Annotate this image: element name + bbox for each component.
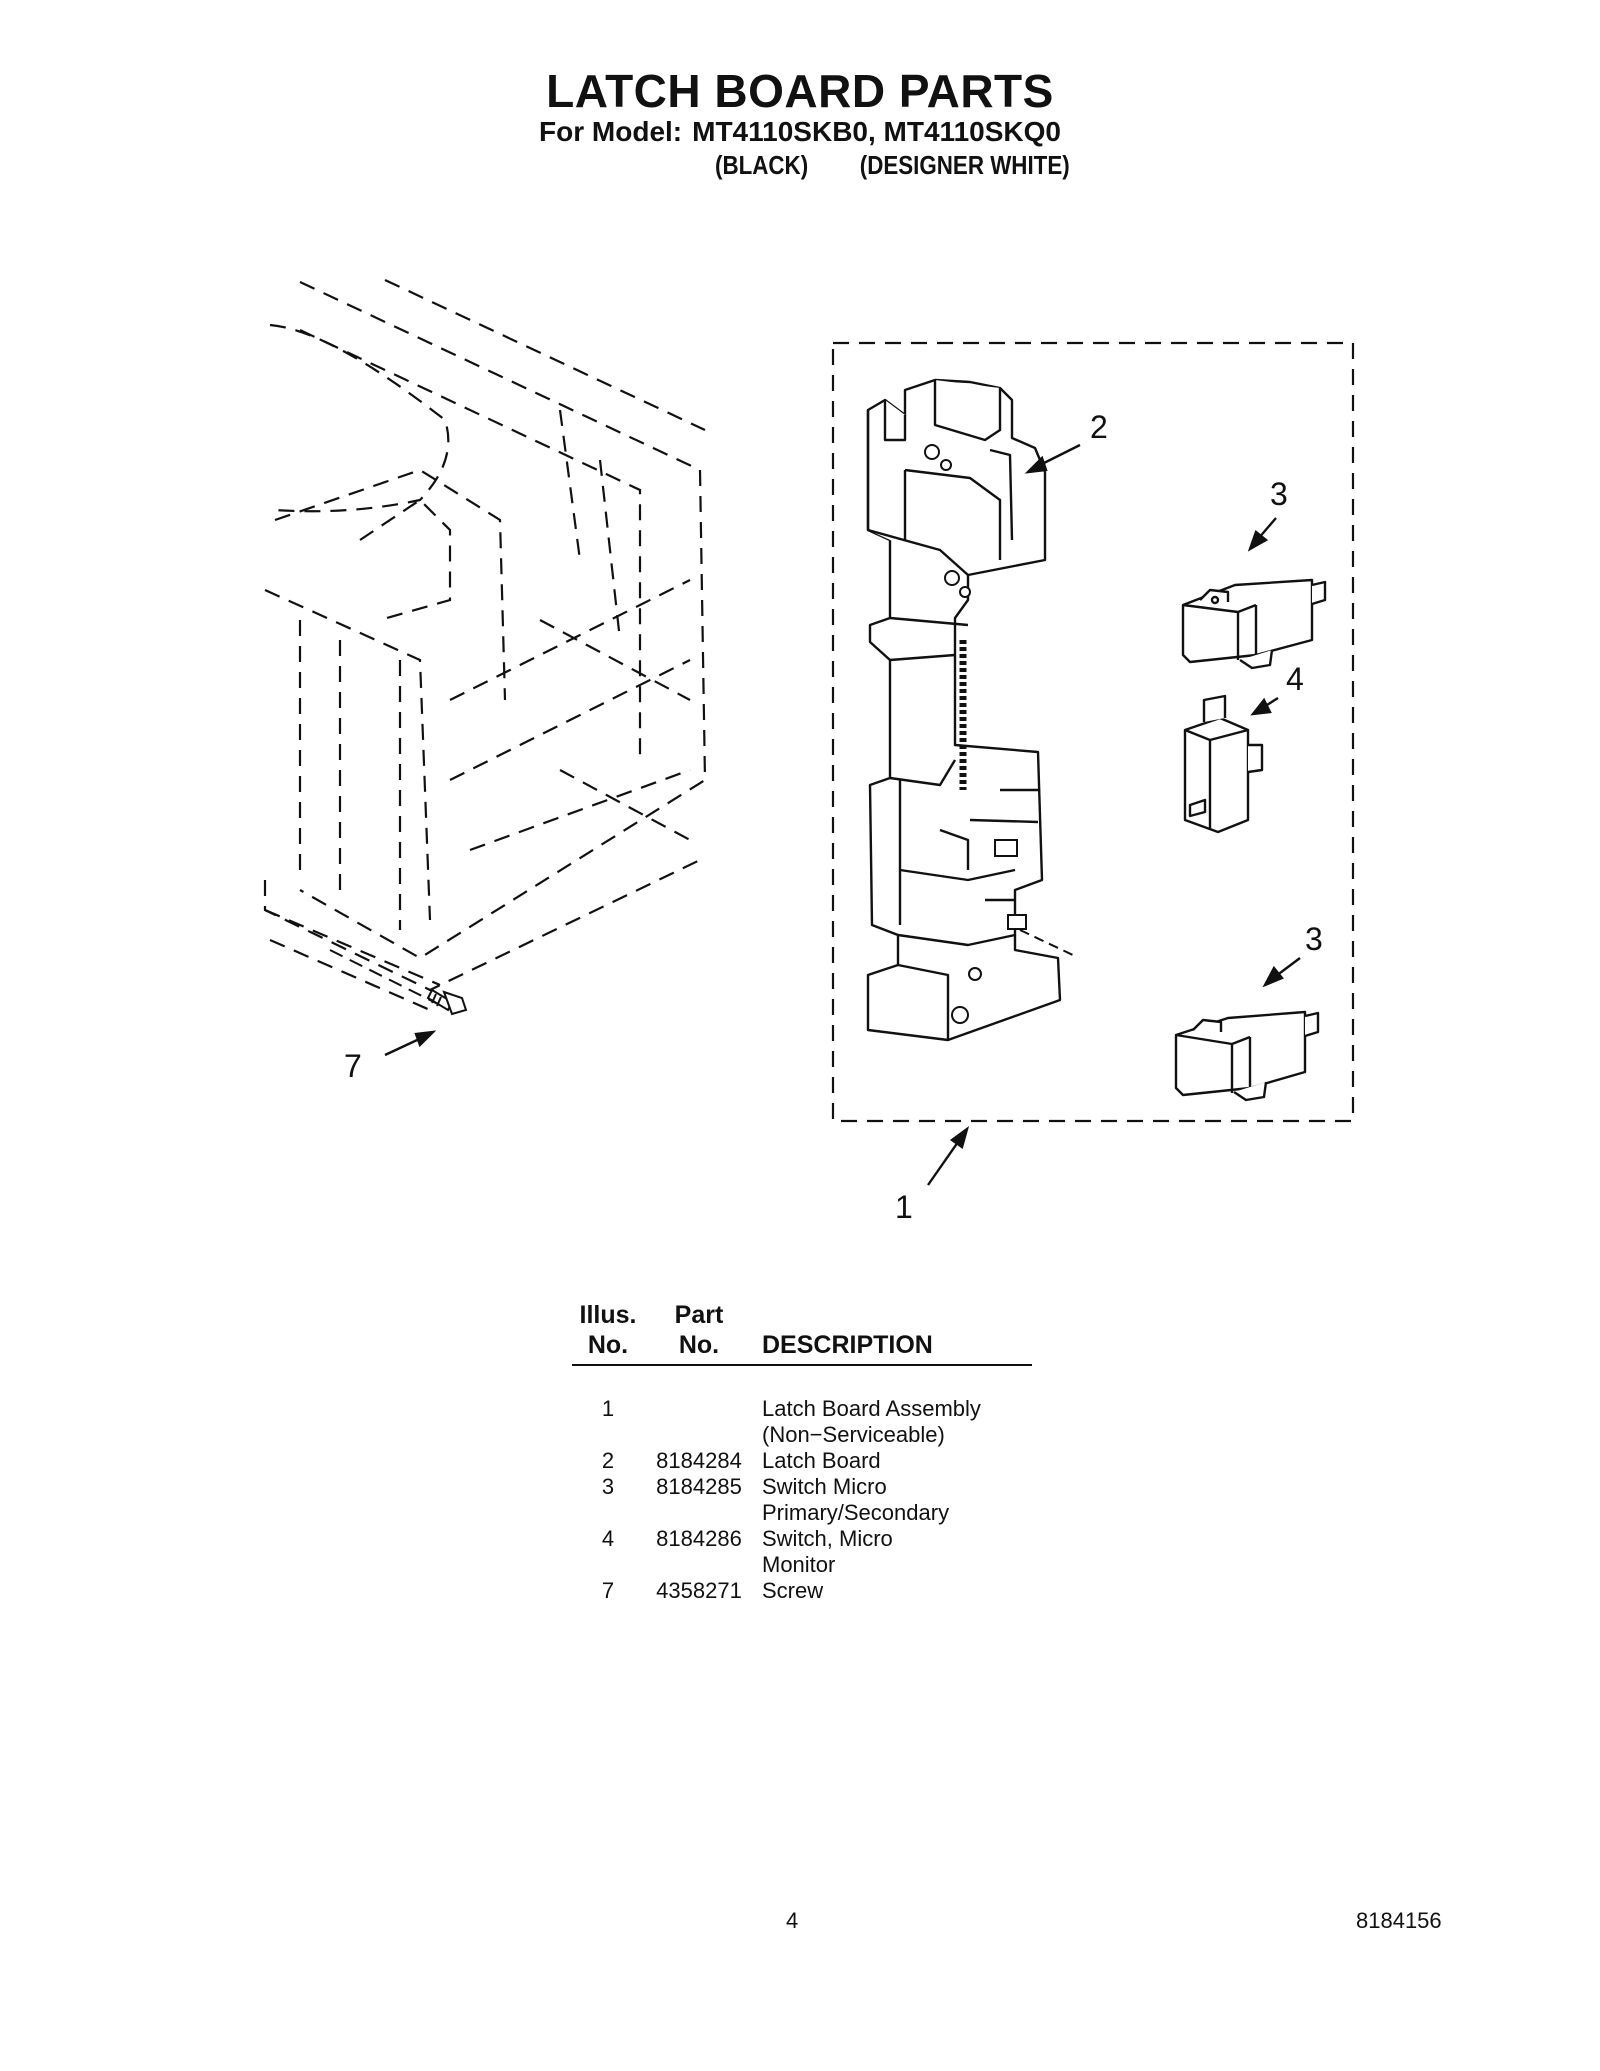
callout-3-upper: 3	[1270, 476, 1288, 512]
callout-1: 1	[895, 1189, 913, 1225]
page-title: LATCH BOARD PARTS	[546, 65, 1054, 117]
table-row: 2 8184284 Latch Board	[601, 1448, 881, 1473]
model-label: For Model:	[539, 116, 683, 147]
latch-board-part	[866, 378, 1062, 1042]
callout-7: 7	[344, 1048, 362, 1084]
screw-icon	[426, 988, 468, 1016]
color-black: (BLACK)	[715, 150, 809, 180]
table-row: 7 4358271 Screw	[601, 1578, 824, 1603]
color-designer-white: (DESIGNER WHITE)	[859, 150, 1070, 180]
micro-switch-monitor	[1183, 694, 1264, 834]
micro-switch-lower	[1174, 1010, 1320, 1102]
leader-arrows	[384, 443, 1301, 1186]
col-description: DESCRIPTION	[762, 1331, 933, 1359]
exploded-parts-diagram: 1 2 3 4 3 7	[263, 279, 1355, 1225]
page-number: 4	[786, 1908, 799, 1933]
document-number: 8184156	[1356, 1908, 1442, 1933]
col-illus-no: Illus.No.	[579, 1301, 637, 1359]
micro-switch-upper	[1181, 578, 1327, 670]
model-colors: (BLACK) (DESIGNER WHITE)	[715, 150, 1121, 181]
latch-board-details	[924, 444, 1027, 1024]
latch-assembly-box	[831, 341, 1355, 1123]
microwave-cavity-phantom	[263, 279, 707, 1012]
table-row: 1 Latch Board Assembly(Non−Serviceable)	[601, 1396, 981, 1447]
model-line: For Model: MT4110SKB0, MT4110SKQ0	[0, 116, 1600, 148]
screw-guide-line	[329, 949, 441, 1006]
callout-3-lower: 3	[1305, 921, 1323, 957]
callout-2: 2	[1090, 409, 1108, 445]
model-numbers: MT4110SKB0, MT4110SKQ0	[692, 116, 1061, 147]
switch-guide-line	[1019, 929, 1076, 957]
callout-4: 4	[1286, 661, 1304, 697]
